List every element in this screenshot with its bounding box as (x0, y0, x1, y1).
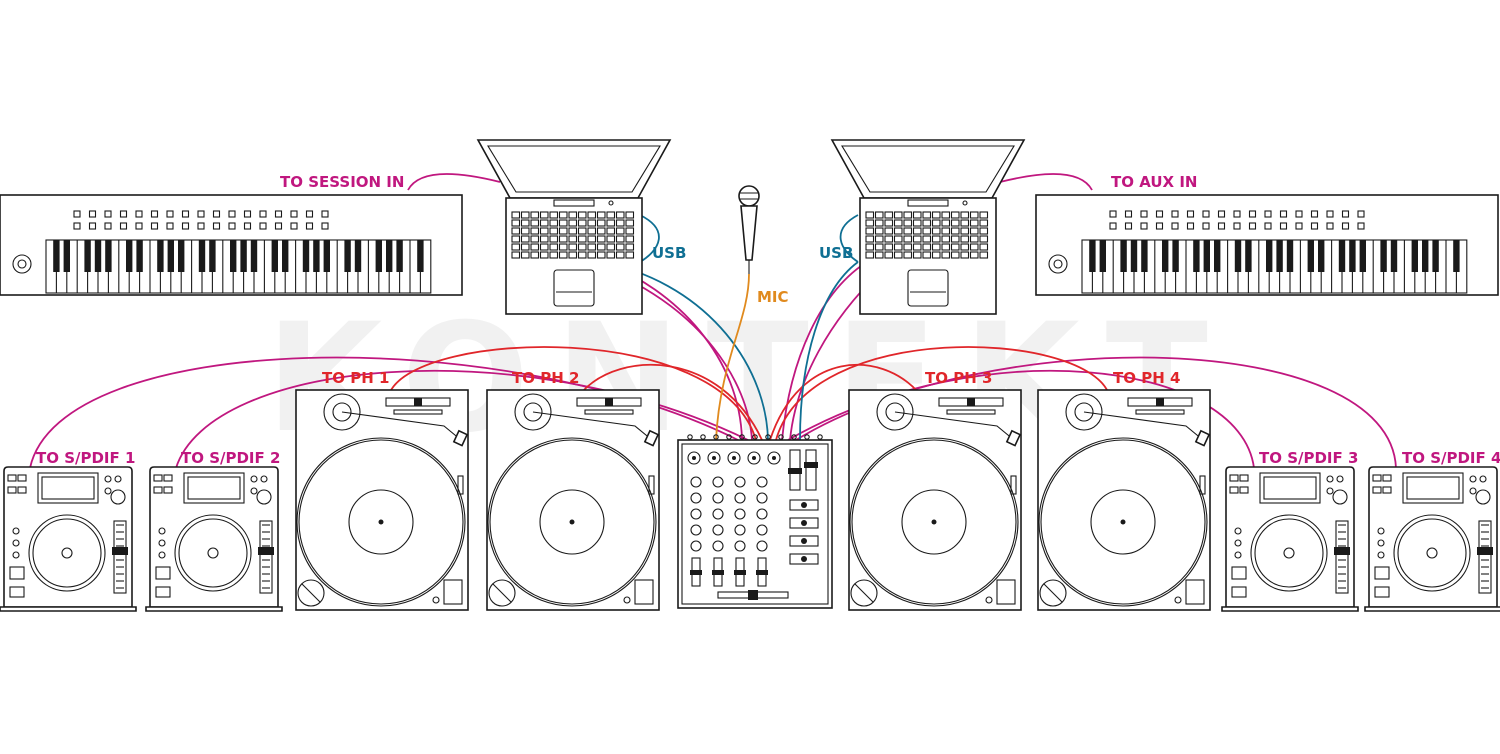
laptop-right (830, 139, 1026, 315)
devices (0, 139, 1500, 612)
label-usb-right: USB (819, 244, 853, 262)
label-usb-left: USB (652, 244, 686, 262)
cd-player-4 (1364, 466, 1500, 612)
cd-player-2 (145, 466, 283, 612)
turntable-3 (848, 389, 1022, 611)
keyboard-right (1035, 194, 1499, 296)
cd-player-3 (1221, 466, 1359, 612)
microphone (738, 185, 760, 274)
label-ph3: TO PH 3 (925, 369, 992, 387)
label-spdif4: TO S/PDIF 4 (1402, 449, 1500, 467)
label-aux-in: TO AUX IN (1111, 173, 1197, 191)
cable-aux-in (999, 173, 1093, 191)
cables (29, 173, 1397, 469)
cable-session-in (407, 173, 501, 191)
label-session-in: TO SESSION IN (280, 173, 404, 191)
labels: TO SESSION IN TO AUX IN USB USB MIC TO P… (36, 173, 1500, 467)
cable-usb-right (839, 214, 859, 263)
cable-laptop-right-audio (781, 259, 871, 441)
cable-ph-1 (389, 346, 757, 441)
cable-usb-right-mixer (799, 261, 859, 441)
turntable-2 (486, 389, 660, 611)
cd-player-1 (0, 466, 137, 612)
cable-ph-3 (769, 364, 919, 441)
label-spdif2: TO S/PDIF 2 (181, 449, 280, 467)
laptop-left (476, 139, 672, 315)
mixer (677, 434, 833, 609)
cable-usb-left (639, 214, 660, 263)
label-mic: MIC (757, 288, 789, 306)
cable-mic (715, 273, 750, 441)
cable-ph-2 (581, 364, 763, 441)
label-ph2: TO PH 2 (512, 369, 579, 387)
label-spdif1: TO S/PDIF 1 (36, 449, 135, 467)
turntable-4 (1037, 389, 1211, 611)
label-ph4: TO PH 4 (1113, 369, 1180, 387)
turntable-1 (295, 389, 469, 611)
label-spdif3: TO S/PDIF 3 (1259, 449, 1358, 467)
label-ph1: TO PH 1 (322, 369, 389, 387)
keyboard-left (0, 194, 463, 296)
